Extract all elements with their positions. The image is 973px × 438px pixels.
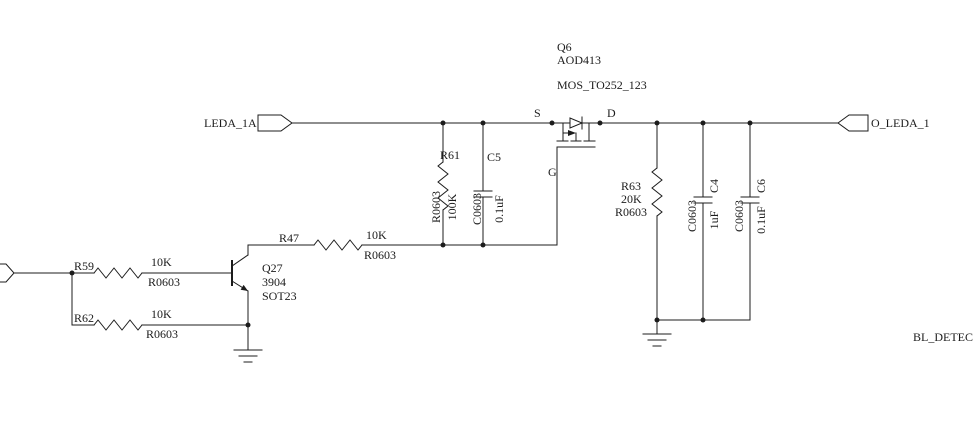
port-o-leda-1-label: O_LEDA_1 [871, 116, 930, 130]
r62-value-label: 10K [151, 307, 172, 321]
r47-footprint-label: R0603 [364, 248, 396, 262]
c5-footprint-label: C0603 [470, 193, 484, 225]
port-left-edge [0, 263, 95, 326]
resistor-r62: R62 10K R0603 [74, 307, 251, 341]
net-gate [361, 242, 558, 248]
junction-dot [69, 270, 75, 276]
c5-designator-label: C5 [487, 150, 501, 164]
c5-value-label: 0.1uF [492, 195, 506, 223]
r59-value-label: 10K [151, 255, 172, 269]
r59-footprint-label: R0603 [148, 275, 180, 289]
resistor-symbol [93, 267, 143, 279]
c4-designator-label: C4 [707, 179, 721, 193]
r59-designator-label: R59 [74, 259, 94, 273]
sheet-title-label: BL_DETECT [913, 330, 973, 344]
r63-value-label: 20K [621, 192, 642, 206]
junction-dot [549, 120, 555, 126]
q6-pin-g-label: G [548, 165, 557, 179]
body-diode-icon [569, 117, 584, 129]
resistor-r61: R61 R0603 100K [429, 122, 460, 246]
r63-designator-label: R63 [621, 179, 641, 193]
port-symbol [0, 263, 15, 283]
r62-footprint-label: R0603 [146, 327, 178, 341]
emitter-arrow-icon [240, 284, 248, 291]
net-ground-right [642, 317, 751, 347]
r62-designator-label: R62 [74, 311, 94, 325]
q27-footprint-label: SOT23 [262, 289, 297, 303]
resistor-r63: R63 20K R0603 [615, 122, 663, 321]
mosfet-q6: Q6 AOD413 MOS_TO252_123 S D G [534, 40, 647, 246]
r61-value-label: 100K [445, 193, 459, 220]
c6-footprint-label: C0603 [732, 200, 746, 232]
resistor-r47: R47 10K R0603 [247, 228, 396, 262]
q6-pin-d-label: D [607, 106, 616, 120]
q6-pin-s-label: S [534, 106, 541, 120]
r61-footprint-label: R0603 [429, 191, 443, 223]
junction-dot [597, 120, 603, 126]
r47-value-label: 10K [366, 228, 387, 242]
resistor-symbol [437, 161, 449, 211]
ground-symbol [233, 349, 263, 363]
q6-designator-label: Q6 [557, 40, 572, 54]
r63-footprint-label: R0603 [615, 205, 647, 219]
junction-dot [700, 317, 706, 323]
c4-value-label: 1uF [707, 210, 721, 229]
c6-value-label: 0.1uF [754, 206, 768, 234]
resistor-symbol [313, 239, 363, 251]
net-main-rail [291, 120, 839, 126]
q6-value-label: AOD413 [557, 53, 601, 67]
r47-designator-label: R47 [279, 231, 299, 245]
q27-designator-label: Q27 [262, 261, 283, 275]
port-symbol [837, 114, 869, 132]
capacitor-c4: C4 C0603 1uF [685, 122, 721, 321]
resistor-symbol [651, 167, 663, 217]
capacitor-c6: C6 C0603 0.1uF [732, 122, 768, 321]
q27-value-label: 3904 [262, 275, 286, 289]
capacitor-c5: C5 C0603 0.1uF [470, 122, 506, 246]
c6-designator-label: C6 [754, 179, 768, 193]
collector-lead [231, 254, 249, 267]
port-o-leda-1: O_LEDA_1 [837, 114, 930, 132]
r61-designator-label: R61 [440, 148, 460, 162]
q6-footprint-label: MOS_TO252_123 [557, 78, 647, 92]
transistor-q27: Q27 3904 SOT23 [231, 244, 297, 363]
resistor-symbol [93, 319, 143, 331]
port-leda-1a: LEDA_1A [204, 114, 293, 132]
c4-footprint-label: C0603 [685, 200, 699, 232]
mosfet-arrow-icon [568, 130, 576, 136]
port-symbol [257, 114, 293, 132]
ground-symbol [642, 333, 672, 347]
port-leda-1a-label: LEDA_1A [204, 116, 257, 130]
resistor-r59: R59 10K R0603 [74, 255, 233, 289]
